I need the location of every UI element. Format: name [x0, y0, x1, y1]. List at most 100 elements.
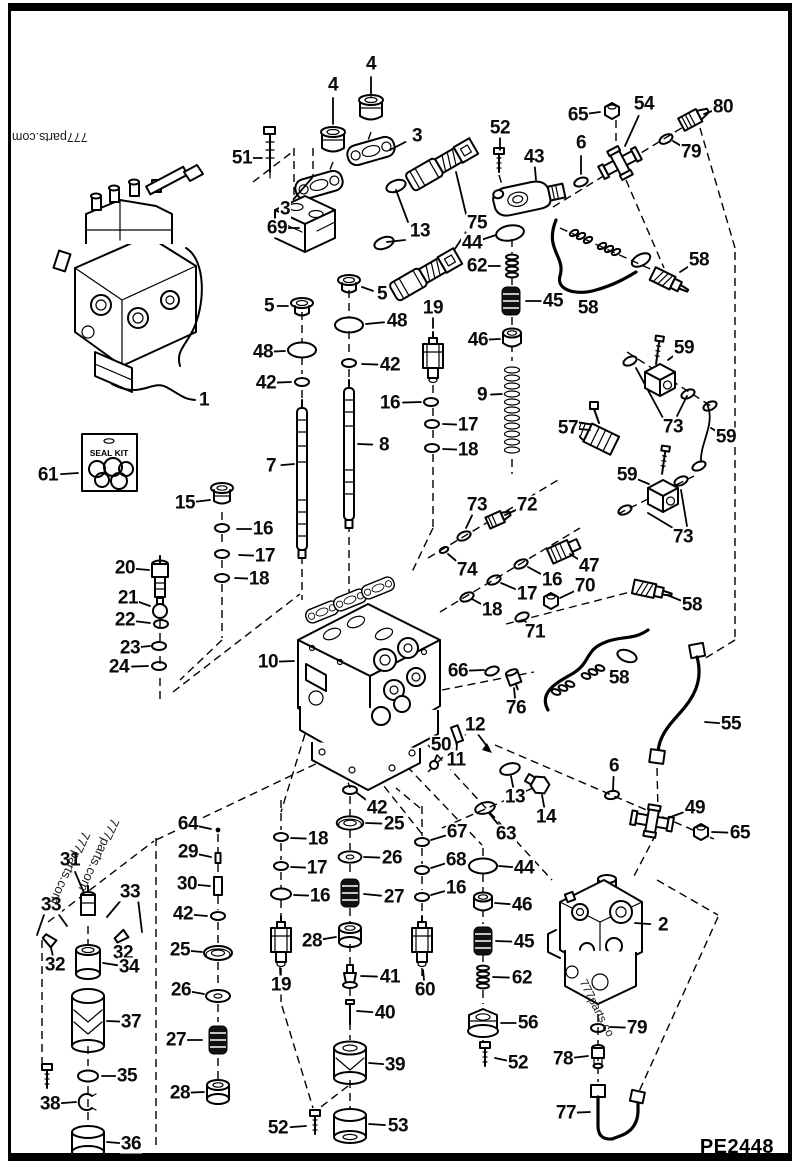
- fitting-72: [484, 510, 512, 530]
- page-border-left: [8, 3, 11, 1161]
- part-callout-47: 47: [577, 555, 601, 577]
- oring-13a: [383, 176, 409, 196]
- cone-32b: [113, 928, 130, 944]
- part-callout-65: 65: [566, 104, 590, 126]
- part-callout-5: 5: [375, 283, 389, 305]
- oring-67: [414, 837, 430, 847]
- part-callout-80: 80: [711, 96, 735, 118]
- part-callout-33: 33: [39, 894, 63, 916]
- oring-17d: [273, 861, 289, 871]
- oring-42b: [341, 358, 357, 368]
- part-callout-14: 14: [534, 806, 558, 828]
- oring-16e: [414, 892, 430, 902]
- part-callout-18: 18: [306, 828, 330, 850]
- cap-5b: [337, 274, 361, 294]
- dashed-lines: [41, 112, 736, 1150]
- fitting-80: [677, 107, 710, 132]
- oring-24: [151, 661, 167, 671]
- part-callout-2: 2: [656, 914, 670, 936]
- oring-18b: [214, 573, 230, 583]
- spool-7: [296, 399, 308, 559]
- part-callout-8: 8: [377, 434, 391, 456]
- part-callout-27: 27: [164, 1029, 188, 1051]
- part-callout-16: 16: [251, 518, 275, 540]
- part-callout-12: 12: [463, 714, 487, 736]
- sensor-58a: [648, 266, 692, 298]
- part-callout-26: 26: [380, 847, 404, 869]
- part-callout-71: 71: [523, 621, 547, 643]
- cap-46b: [473, 891, 493, 912]
- spring-27a: [208, 1025, 228, 1055]
- part-callout-77: 77: [554, 1102, 578, 1124]
- part-callout-20: 20: [113, 557, 137, 579]
- oring-23: [151, 641, 167, 651]
- oring-42a: [294, 377, 310, 387]
- cup-34: [75, 944, 101, 980]
- part-callout-21: 21: [116, 587, 140, 609]
- washer-25a: [203, 945, 233, 961]
- part-callout-76: 76: [504, 697, 528, 719]
- spool-8: [343, 379, 355, 529]
- part-callout-45: 45: [541, 290, 565, 312]
- part-callout-51: 51: [230, 147, 254, 169]
- nut-65a: [604, 102, 620, 120]
- spring-62a: [505, 253, 519, 279]
- oring-18c: [457, 589, 477, 605]
- poppet-21: [152, 597, 168, 619]
- part-callout-53: 53: [386, 1115, 410, 1137]
- block-59a: [644, 363, 676, 397]
- fitting-4b: [358, 94, 384, 121]
- part-callout-4: 4: [364, 53, 378, 75]
- bolt-51: [263, 126, 276, 179]
- nut-65b: [693, 823, 709, 841]
- oring-44a: [493, 222, 527, 244]
- oring-68: [414, 865, 430, 875]
- cup-28b: [338, 922, 362, 948]
- part-callout-65: 65: [728, 822, 752, 844]
- part-callout-17: 17: [515, 583, 539, 605]
- part-callout-44: 44: [512, 857, 536, 879]
- cup-28a: [206, 1079, 230, 1105]
- part-callout-16: 16: [308, 885, 332, 907]
- watermark-top-left: 777parts.com: [12, 130, 88, 144]
- clip-38: [77, 1093, 97, 1111]
- part-callout-54: 54: [632, 93, 656, 115]
- oring-17c: [484, 572, 504, 588]
- part-callout-15: 15: [173, 492, 197, 514]
- part-callout-64: 64: [176, 813, 200, 835]
- part-callout-48: 48: [385, 310, 409, 332]
- part-callout-24: 24: [107, 656, 131, 678]
- cap-15: [210, 482, 234, 505]
- fitting-78: [591, 1044, 605, 1070]
- part-callout-69: 69: [265, 217, 289, 239]
- cap-53: [333, 1108, 367, 1144]
- bolt-59a: [651, 334, 665, 366]
- pin-30: [213, 876, 223, 896]
- part-callout-46: 46: [510, 894, 534, 916]
- oring-17b: [214, 549, 230, 559]
- oring-18d: [273, 832, 289, 842]
- bent-leader-lines: [36, 171, 688, 936]
- part-callout-52: 52: [266, 1117, 290, 1139]
- part-callout-52: 52: [506, 1052, 530, 1074]
- seal-kit-label: SEAL KIT: [90, 448, 129, 458]
- figure-code: PE2448: [699, 1136, 774, 1158]
- oring-48b: [334, 316, 364, 334]
- part-callout-38: 38: [38, 1093, 62, 1115]
- page-border-top: [8, 3, 792, 11]
- part-callout-5: 5: [262, 295, 276, 317]
- part-callout-50: 50: [429, 734, 453, 756]
- poppet-31: [80, 885, 96, 916]
- part-callout-45: 45: [512, 931, 536, 953]
- oring-16d: [270, 887, 292, 901]
- center-columns: SEAL KIT: [81, 222, 527, 671]
- part-callout-27: 27: [382, 886, 406, 908]
- part-callout-68: 68: [444, 849, 468, 871]
- part-callout-73: 73: [661, 416, 685, 438]
- oring-44b: [468, 857, 498, 875]
- part-callout-70: 70: [573, 575, 597, 597]
- oring-13c: [497, 760, 523, 778]
- pin-11: [449, 724, 465, 744]
- spring-62b: [476, 964, 490, 990]
- gasket-3b: [292, 167, 346, 203]
